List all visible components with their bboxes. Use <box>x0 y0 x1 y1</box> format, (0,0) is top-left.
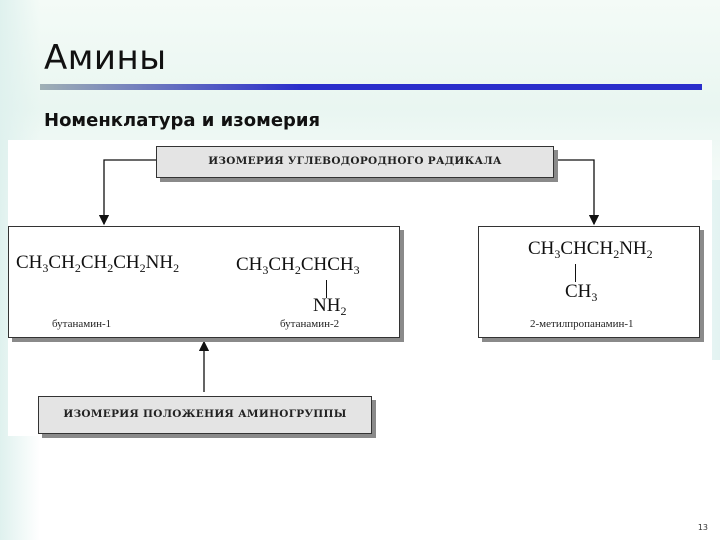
butanamine-1-formula: CH3CH2CH2CH2NH2 <box>16 252 180 275</box>
hydrocarbon-radical-isomerism-label: ИЗОМЕРИЯ УГЛЕВОДОРОДНОГО РАДИКАЛА <box>208 155 502 167</box>
diagram-arrows <box>98 159 600 392</box>
butanamine-2-name: бутанамин-2 <box>280 318 340 330</box>
butanamine-2-formula: CH3CH2CHCH3 <box>236 254 360 277</box>
butanamine-2-amino-group: NH2 <box>313 295 347 318</box>
butanamine-2-bond <box>326 280 327 298</box>
hydrocarbon-radical-isomerism-box: ИЗОМЕРИЯ УГЛЕВОДОРОДНОГО РАДИКАЛА <box>156 146 554 178</box>
methylpropanamine-name: 2-метилпропанамин-1 <box>530 318 634 330</box>
slide-subtitle: Номенклатура и изомерия <box>44 110 321 131</box>
methylpropanamine-methyl-group: CH3 <box>565 281 598 304</box>
arrow-to-left-box <box>98 159 156 226</box>
isomerism-diagram: ИЗОМЕРИЯ УГЛЕВОДОРОДНОГО РАДИКАЛА CH3CH2… <box>8 140 712 436</box>
amino-group-position-isomerism-label: ИЗОМЕРИЯ ПОЛОЖЕНИЯ АМИНОГРУППЫ <box>63 408 347 420</box>
methylpropanamine-bond <box>575 264 576 282</box>
butanamine-box <box>8 226 400 338</box>
arrow-to-right-box <box>554 159 600 226</box>
butanamine-1-name: бутанамин-1 <box>52 318 112 330</box>
methylpropanamine-box <box>478 226 700 338</box>
amino-group-position-isomerism-box: ИЗОМЕРИЯ ПОЛОЖЕНИЯ АМИНОГРУППЫ <box>38 396 372 434</box>
slide-title: Амины <box>44 38 167 78</box>
title-underline <box>40 84 702 90</box>
page-number: 13 <box>697 523 708 532</box>
methylpropanamine-formula: CH3CHCH2NH2 <box>528 238 653 261</box>
